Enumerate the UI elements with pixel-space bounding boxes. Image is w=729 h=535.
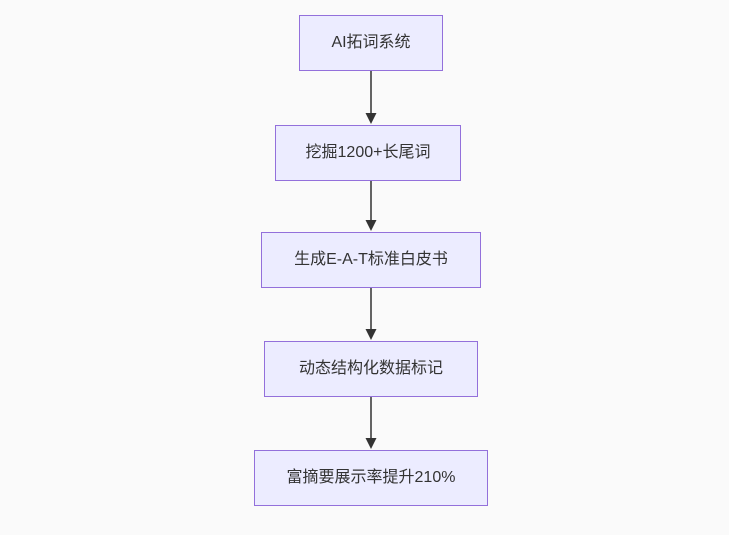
flow-node-label: 生成E-A-T标准白皮书 [294, 251, 448, 268]
arrowhead-down-icon [365, 329, 377, 340]
arrowhead-down-icon [365, 220, 377, 231]
flow-node-label: 动态结构化数据标记 [298, 360, 443, 377]
arrowhead-down-icon [365, 113, 377, 124]
flow-arrow-4 [365, 397, 377, 449]
flow-arrow-2 [365, 181, 377, 231]
flow-arrow-1 [365, 71, 377, 124]
flow-arrow-3 [365, 288, 377, 340]
arrowhead-down-icon [365, 438, 377, 449]
flow-node-label: AI拓词系统 [331, 34, 411, 51]
flow-node-rich-snippet-rate: 富摘要展示率提升210% [254, 450, 488, 506]
flow-node-ai-keyword-system: AI拓词系统 [299, 15, 443, 71]
flow-node-eat-whitepaper: 生成E-A-T标准白皮书 [261, 232, 481, 288]
flow-node-label: 挖掘1200+长尾词 [305, 144, 431, 161]
flow-node-longtail-mining: 挖掘1200+长尾词 [275, 125, 461, 181]
flow-node-label: 富摘要展示率提升210% [286, 469, 456, 486]
flow-node-structured-data-markup: 动态结构化数据标记 [264, 341, 478, 397]
